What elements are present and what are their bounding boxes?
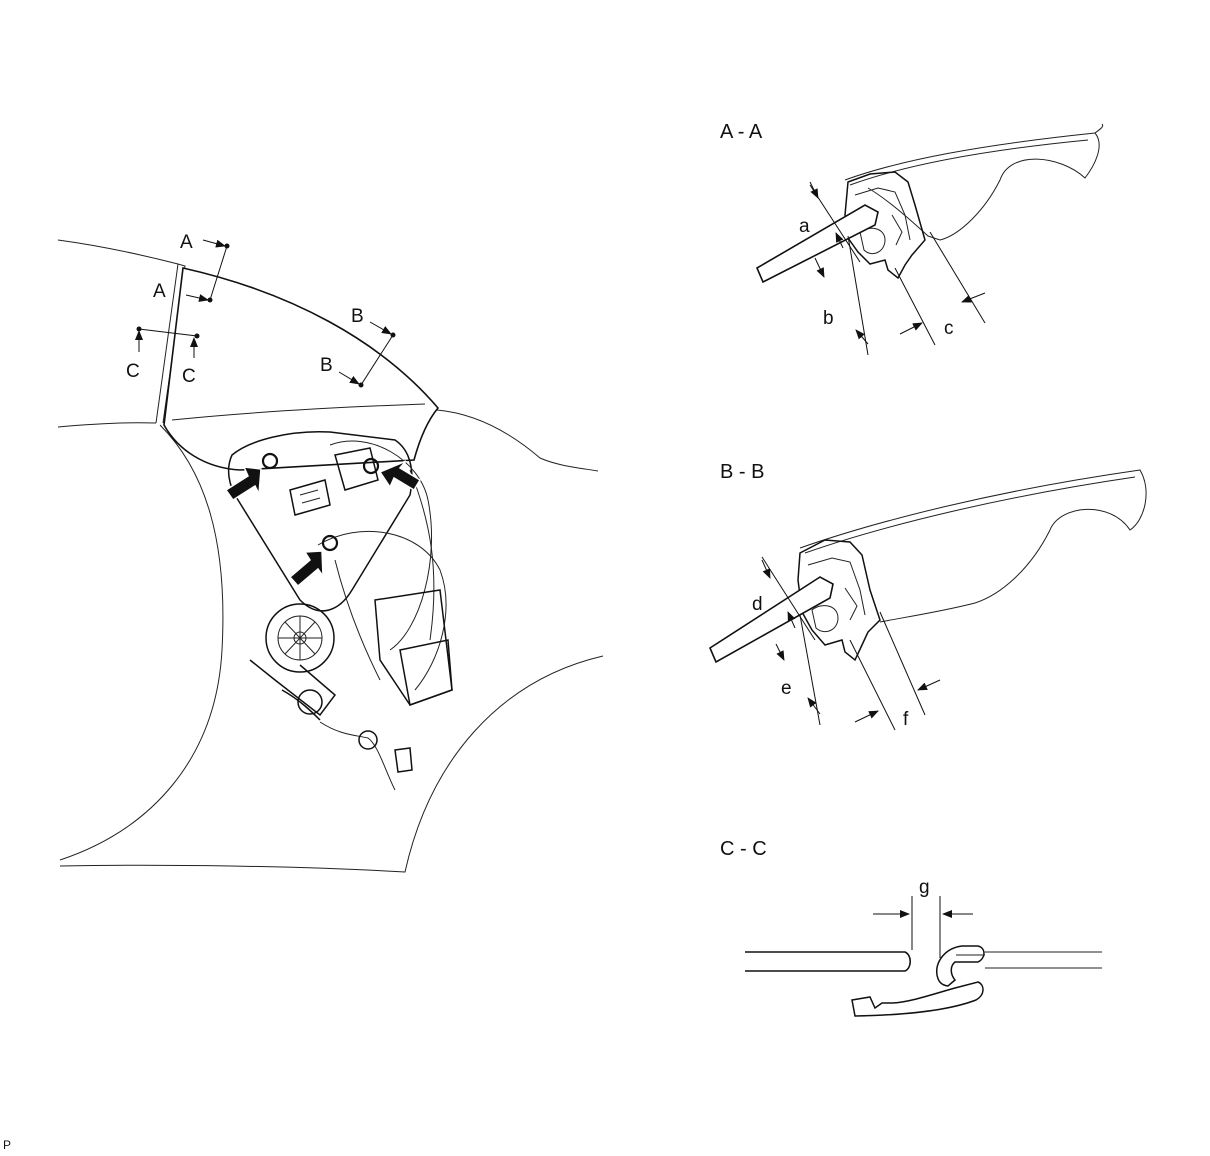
section-aa-title: A - A <box>720 121 763 143</box>
dim-d-label: d <box>752 594 763 615</box>
section-a-lower-label: A <box>153 281 166 302</box>
dim-b-label: b <box>823 308 834 329</box>
section-cut-a: A A <box>153 232 230 303</box>
roof-line <box>57 239 179 265</box>
section-bb-title: B - B <box>720 461 764 483</box>
glass-lower-edge <box>171 403 426 421</box>
bolt-1 <box>261 452 279 470</box>
section-a-upper-label: A <box>180 232 193 253</box>
bolt-2 <box>362 457 380 475</box>
dim-a-label: a <box>799 216 810 237</box>
section-c-right-label: C <box>182 366 196 387</box>
bolt-location-arrow-icon <box>288 550 324 588</box>
bolt-location-arrow-icon <box>378 460 422 492</box>
rear-wheel-arch-line <box>59 424 224 861</box>
dim-c-label: c <box>944 318 954 339</box>
section-view-bb: B - B d e f <box>708 461 1147 731</box>
section-view-cc: C - C g <box>720 838 1102 1017</box>
bolt-location-arrow-icon <box>224 466 262 502</box>
corner-mark: P <box>3 1138 11 1152</box>
dim-e-label: e <box>781 678 792 699</box>
section-cut-b: B B <box>320 306 396 388</box>
section-c-left-label: C <box>126 361 140 382</box>
belt-line-right <box>436 409 599 472</box>
section-view-aa: A - A a b c <box>720 121 1104 356</box>
quarter-window-glass <box>163 267 440 471</box>
belt-line-left <box>57 422 157 428</box>
dim-g-label: g <box>919 877 930 898</box>
section-b-upper-label: B <box>351 306 364 327</box>
section-cut-c: C C <box>126 326 200 387</box>
main-view: A A B B C C <box>57 232 604 873</box>
lower-body-line <box>59 655 604 873</box>
bolt-3 <box>321 534 339 552</box>
window-regulator-assembly <box>227 430 453 791</box>
section-b-lower-label: B <box>320 355 333 376</box>
section-cc-title: C - C <box>720 838 767 860</box>
dim-f-label: f <box>903 709 909 730</box>
